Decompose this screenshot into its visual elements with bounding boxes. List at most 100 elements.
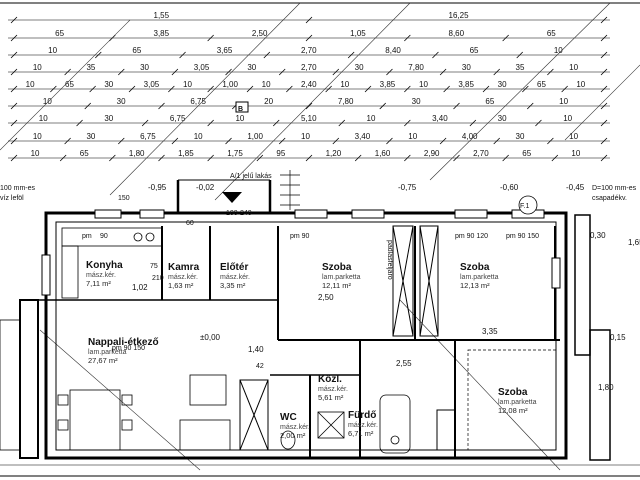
room-area: 12,13 m²: [460, 281, 490, 290]
dimension-tick: [516, 51, 523, 59]
left-note: 100 mm-es: [0, 185, 36, 192]
dimension-tick: [225, 68, 232, 76]
dimension-label: 3,85: [380, 80, 396, 89]
dimension-label: 10: [569, 63, 578, 72]
dimension-label: 8,60: [449, 29, 465, 38]
dimension-label: 30: [104, 114, 113, 123]
room-name: Nappali-étkező: [88, 337, 159, 348]
dimension-tick: [600, 51, 608, 59]
dimension-label: 1,20: [326, 149, 342, 158]
dimension-tick: [332, 137, 340, 145]
dimension-tick: [10, 68, 18, 76]
dimension-tick: [364, 85, 372, 93]
dimension-tick: [50, 85, 57, 93]
dimension-tick: [117, 137, 125, 145]
dimension-tick: [76, 119, 83, 127]
dimension-tick: [404, 119, 411, 127]
elevation-label: -0,60: [500, 183, 519, 192]
dimension-label: 10: [367, 114, 376, 123]
dimension-tick: [386, 68, 393, 76]
dimension-tick: [502, 34, 509, 42]
dimension-tick: [10, 119, 18, 127]
room-name: Szoba: [460, 262, 490, 273]
diagonal-lines: [0, 2, 640, 471]
dimension-label: 1,55: [154, 11, 170, 20]
dimension-label: 2,70: [301, 46, 317, 55]
dimension-label: 30: [140, 63, 149, 72]
dimension-tick: [469, 119, 477, 127]
dimension-tick: [305, 34, 313, 42]
opening-label: 60: [186, 220, 194, 227]
dimension-label: 3,05: [144, 80, 160, 89]
room-floor: lam.parketta: [460, 274, 499, 281]
kitchen-units: [61, 227, 163, 299]
dimension-label: 2,50: [252, 29, 268, 38]
dimension-tick: [207, 154, 214, 162]
floor-level: ±0,00: [200, 333, 221, 342]
dimension-tick: [325, 85, 332, 93]
dimension-tick: [168, 85, 175, 93]
dimension-tick: [404, 85, 411, 93]
dimension-tick: [535, 119, 542, 127]
dimension-label: 30: [462, 63, 471, 72]
dimension-tick: [600, 137, 608, 145]
dimension-tick: [10, 51, 18, 59]
dimension-label: 30: [498, 114, 507, 123]
dimension-label: 2,40: [301, 80, 317, 89]
dimension-label: 10: [408, 132, 417, 141]
room-name: Előtér: [220, 262, 248, 273]
dimension-label: 1,00: [222, 80, 238, 89]
dimension-tick: [59, 154, 67, 162]
dimension-label: 10: [235, 114, 244, 123]
width-label: 0,15: [610, 333, 626, 342]
dimension-label: 10: [563, 114, 572, 123]
room-area: 2,00 m²: [280, 431, 306, 440]
room-floor: lam.parketta: [88, 349, 127, 356]
dimension-tick: [10, 102, 18, 110]
dimension-tick: [278, 137, 286, 145]
dimension-label: 16,25: [449, 11, 470, 20]
dimension-label: 10: [340, 80, 349, 89]
dimension-tick: [522, 85, 529, 93]
dimension-label: 8,40: [385, 46, 401, 55]
dimension-tick: [263, 51, 271, 59]
opening-label: pm 90 120: [455, 233, 488, 240]
dimension-tick: [347, 51, 355, 59]
dimension-label: 10: [48, 46, 57, 55]
dimension-tick: [64, 68, 71, 76]
opening-label: 150: [118, 195, 130, 202]
width-label: 0,30: [590, 231, 606, 240]
dimension-label: 30: [104, 80, 113, 89]
dimension-tick: [547, 137, 554, 145]
room-floor: mász.kér.: [348, 422, 378, 429]
apartment-label: A/1 jelű lakás: [230, 173, 272, 180]
dimension-tick: [439, 137, 447, 145]
opening-label: pm 90 150: [506, 233, 539, 240]
opening-label: 240: [240, 210, 252, 217]
dimension-tick: [64, 137, 71, 145]
dimension-label: 1,80: [129, 149, 145, 158]
dimension-tick: [10, 154, 18, 162]
dimension-tick: [404, 154, 411, 162]
dimension-label: 10: [33, 63, 42, 72]
opening-label: 90: [100, 233, 108, 240]
dimension-label: 1,60: [375, 149, 391, 158]
dimension-tick: [493, 137, 501, 145]
dimension-tick: [600, 68, 608, 76]
dimension-tick: [305, 16, 313, 24]
misc-labels: A/1 jelű lakás B F.1 100 mm-es víz leföl…: [0, 101, 637, 342]
room-label: Közl.mász.kér.5,61 m²: [318, 374, 348, 402]
dimension-tick: [305, 102, 313, 110]
right-note-2: csapadékv.: [592, 195, 627, 202]
dimension-tick: [272, 119, 280, 127]
dimension-label: 10: [571, 149, 580, 158]
dimension-tick: [179, 51, 186, 59]
dimension-label: 65: [65, 80, 74, 89]
opening-label: pm 90 150: [112, 345, 145, 352]
